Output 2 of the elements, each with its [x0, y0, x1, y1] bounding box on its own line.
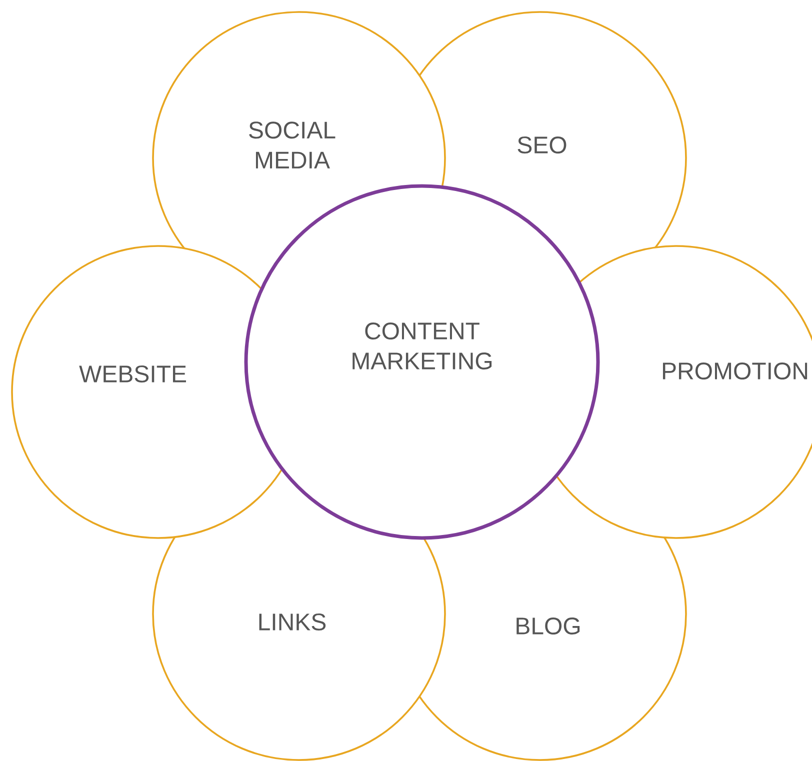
- node-label: PROMOTION: [662, 362, 808, 380]
- node-label: LINKS: [259, 614, 326, 630]
